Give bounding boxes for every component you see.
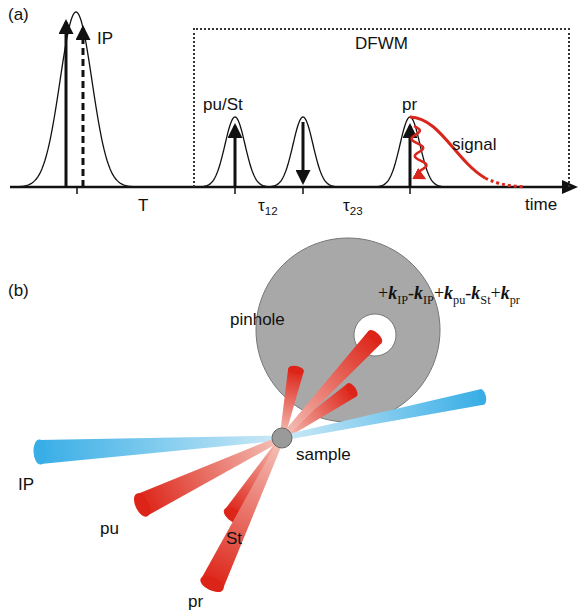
beam-end <box>365 328 384 347</box>
axis-head <box>562 180 578 194</box>
pulse-envelope <box>370 117 450 187</box>
axis-label: time <box>525 196 557 215</box>
beam-label: IP <box>18 476 34 495</box>
time-axis <box>10 186 572 189</box>
pulse-envelope <box>195 117 275 187</box>
signal-emission <box>412 126 427 178</box>
beam-end <box>199 573 226 594</box>
pulse-envelope <box>263 117 343 187</box>
laser-beam <box>201 437 284 589</box>
beams <box>280 328 488 441</box>
pulse-label: pr <box>402 96 417 115</box>
phase-matching-label: +kIP-kIP+kpu-kSt+kpr <box>378 284 520 307</box>
beam-label: pr <box>188 593 203 612</box>
pulse-label: pu/St <box>203 96 243 115</box>
ticks <box>77 187 410 194</box>
frame-title: DFWM <box>195 34 568 54</box>
signal-label: signal <box>452 136 496 155</box>
beam-end <box>33 440 46 465</box>
beam-end <box>476 388 487 405</box>
delay-label: T <box>138 197 148 216</box>
sample-spot <box>272 428 292 448</box>
beam-label: St <box>226 530 242 549</box>
pinhole-label: pinhole <box>230 311 285 330</box>
delay-label: τ12 <box>258 197 278 218</box>
delay-label: τ23 <box>343 197 363 218</box>
beam-end <box>344 381 360 399</box>
laser-beam <box>282 389 484 440</box>
dotted-frame: DFWM <box>193 28 570 187</box>
beam-end <box>131 492 152 519</box>
panel-letter: (a) <box>8 6 29 25</box>
beams <box>33 436 284 595</box>
signal-tail <box>485 178 525 187</box>
beam-end <box>287 364 304 375</box>
sample-label: sample <box>296 446 351 465</box>
beam-label: pu <box>100 520 119 539</box>
pulse-envelope <box>12 12 140 187</box>
pulse-label: IP <box>97 30 113 49</box>
panel-letter: (b) <box>8 282 29 301</box>
